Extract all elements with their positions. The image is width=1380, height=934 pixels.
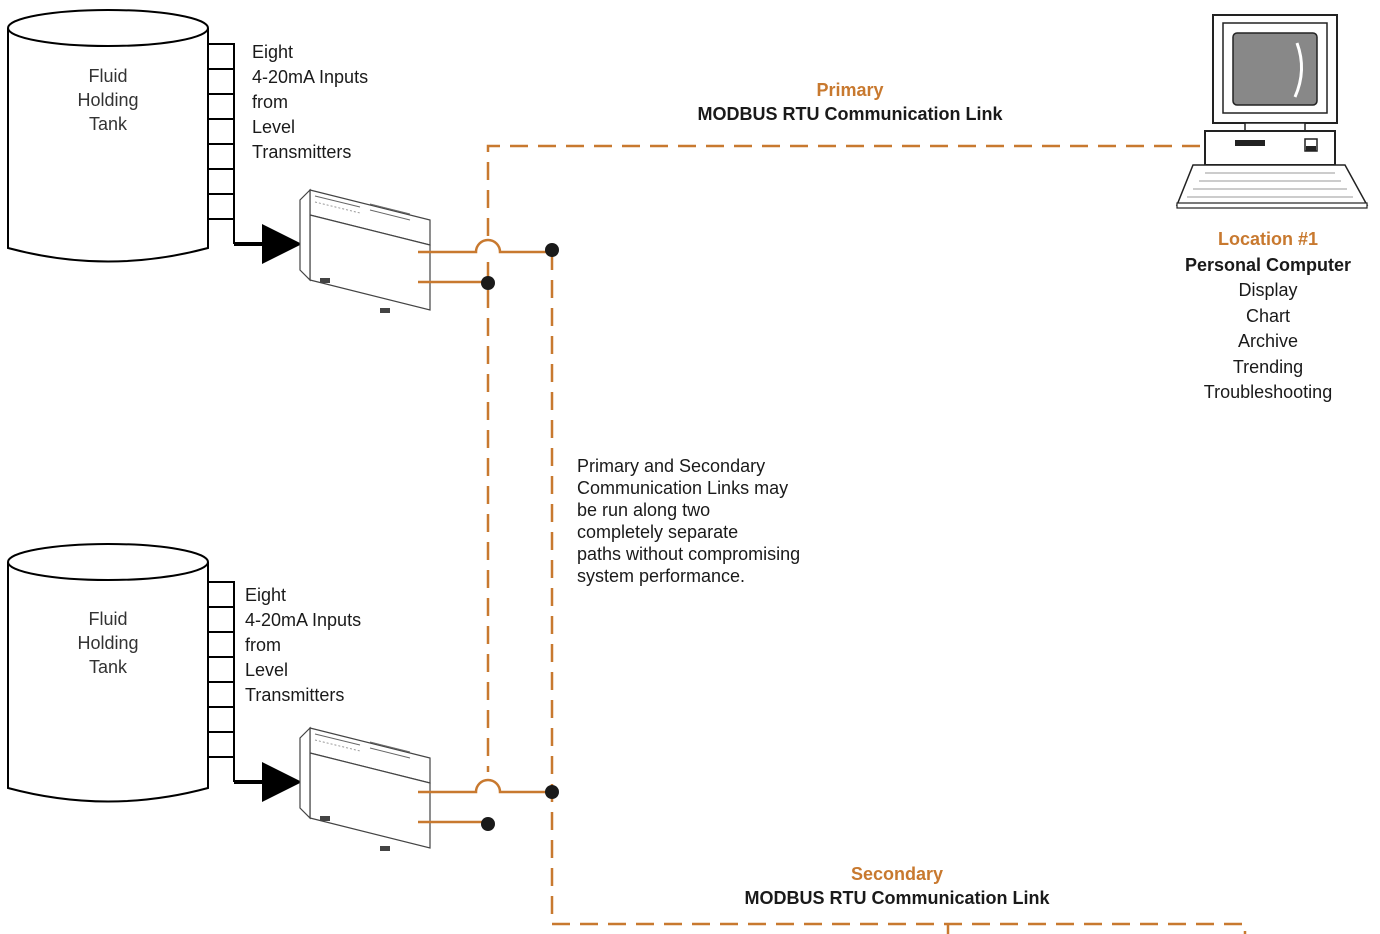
inputs-label-line: Transmitters: [252, 142, 352, 162]
inputs-label: Eight 4-20mA Inputs from Level Transmitt…: [252, 40, 368, 165]
note-line: system performance.: [577, 566, 746, 586]
note-line: paths without compromising: [577, 544, 801, 564]
note-line: be run along two: [577, 500, 711, 520]
tank-label-line: Tank: [88, 657, 128, 677]
secondary-link-subtitle: MODBUS RTU Communication Link: [744, 888, 1050, 908]
tank-label-line: Tank: [88, 114, 128, 134]
tank-label-line: Fluid: [88, 66, 128, 86]
location-function: Display: [1238, 280, 1298, 300]
tank-label-line: Fluid: [88, 609, 128, 629]
note-text: Primary and Secondary Communication Link…: [577, 455, 800, 587]
secondary-link-line: [550, 252, 1247, 934]
secondary-link-label: Secondary MODBUS RTU Communication Link: [667, 862, 1127, 910]
tank-label: Fluid Holding Tank: [48, 607, 168, 679]
personal-computer-icon: [1175, 14, 1369, 209]
inputs-label-line: Level: [245, 660, 289, 680]
inputs-label-line: from: [252, 92, 288, 112]
note-line: Communication Links may: [577, 478, 789, 498]
input-terminals: [208, 43, 302, 264]
location-function: Troubleshooting: [1203, 382, 1333, 402]
inputs-label-line: Level: [252, 117, 296, 137]
tank-label: Fluid Holding Tank: [48, 64, 168, 136]
secondary-link-title: Secondary: [850, 864, 944, 884]
tank-label-line: Holding: [77, 633, 139, 653]
location-function: Archive: [1237, 331, 1299, 351]
inputs-label-line: 4-20mA Inputs: [245, 610, 362, 630]
location-title: Location #1: [1217, 229, 1319, 249]
tank-label-line: Holding: [77, 90, 139, 110]
inputs-label-line: Eight: [252, 42, 294, 62]
inputs-label: Eight 4-20mA Inputs from Level Transmitt…: [245, 583, 361, 708]
inputs-label-line: 4-20mA Inputs: [252, 67, 369, 87]
note-line: completely separate: [577, 522, 739, 542]
inputs-label-line: Transmitters: [245, 685, 345, 705]
primary-link-label: Primary MODBUS RTU Communication Link: [620, 78, 1080, 126]
primary-link-title: Primary: [816, 80, 884, 100]
primary-link-line: [418, 144, 1200, 824]
location-device: Personal Computer: [1184, 254, 1352, 275]
tank-icon: [7, 9, 209, 263]
rtu-unit-icon: [299, 726, 431, 851]
location-function: Chart: [1245, 305, 1290, 326]
input-terminals: [208, 581, 302, 802]
inputs-label-line: Eight: [245, 585, 287, 605]
inputs-label-line: from: [245, 635, 281, 655]
junction-dots: [481, 243, 559, 831]
location-label: Location #1 Personal Computer Display Ch…: [1160, 227, 1376, 406]
tank-icon: [7, 543, 209, 803]
rtu-unit-icon: [299, 188, 431, 313]
primary-link-subtitle: MODBUS RTU Communication Link: [697, 104, 1003, 124]
location-function: Trending: [1232, 356, 1304, 377]
note-line: Primary and Secondary: [577, 456, 766, 476]
